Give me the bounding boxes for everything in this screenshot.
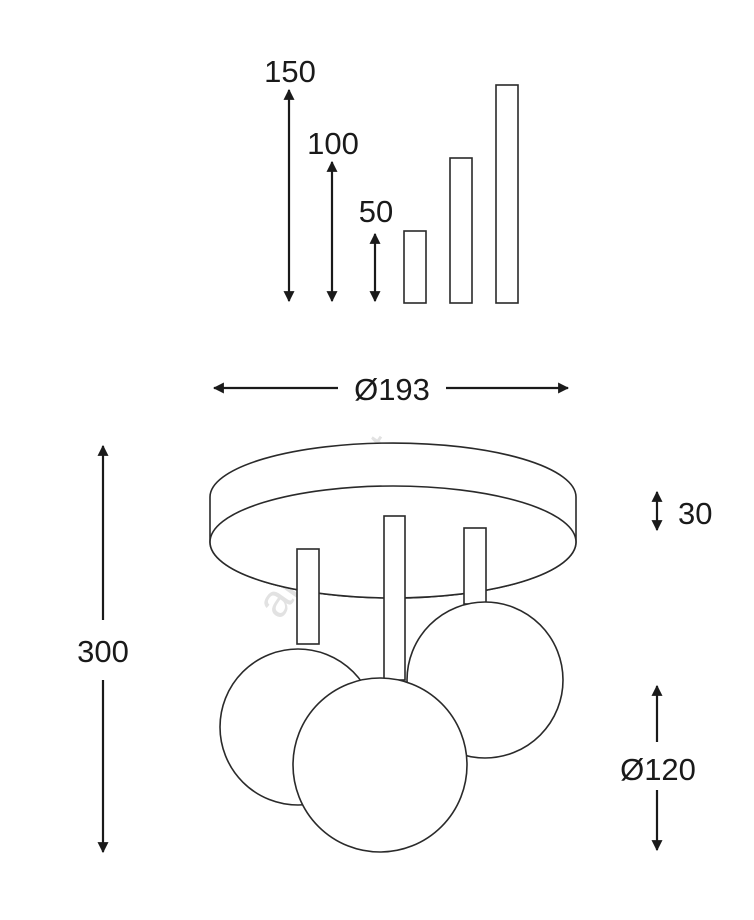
rod-150 bbox=[495, 84, 519, 304]
stem-center bbox=[383, 515, 406, 681]
total-height-label: 300 bbox=[77, 634, 129, 669]
rod-100-label: 100 bbox=[307, 126, 359, 161]
rod-150-label: 150 bbox=[264, 54, 316, 89]
rod-50-label: 50 bbox=[359, 194, 393, 229]
globe-diameter-label: Ø120 bbox=[620, 752, 696, 787]
stem-right bbox=[463, 527, 487, 605]
globes bbox=[219, 515, 564, 853]
canopy-diameter-label: Ø193 bbox=[354, 372, 430, 407]
rod-100 bbox=[449, 157, 473, 304]
canopy-height-label: 30 bbox=[678, 496, 712, 531]
stem-left bbox=[296, 548, 320, 645]
rod-50 bbox=[403, 230, 427, 304]
rod-length-options: 150 100 50 bbox=[264, 54, 519, 304]
globe-front bbox=[292, 677, 468, 853]
